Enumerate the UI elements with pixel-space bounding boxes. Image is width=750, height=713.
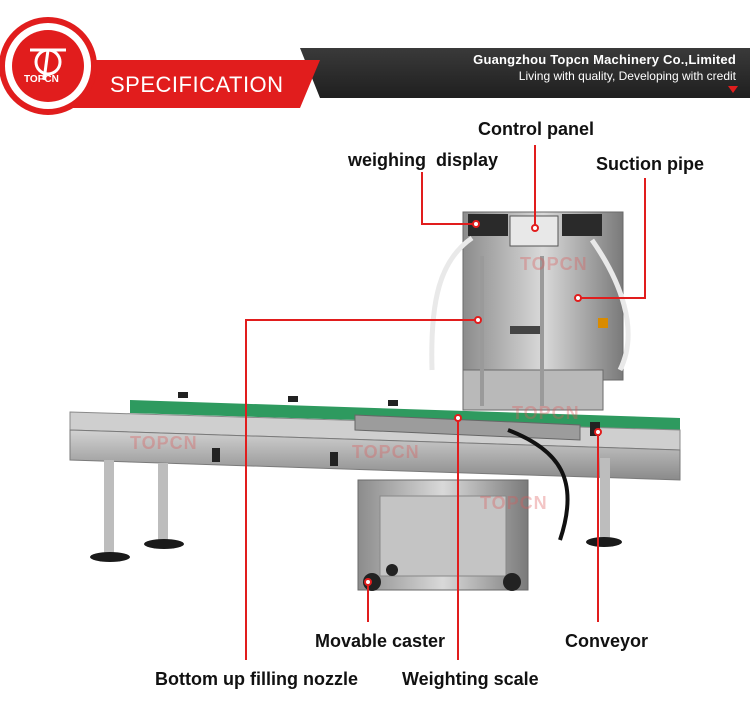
- hose-left: [429, 235, 474, 371]
- chevron-down-icon: [728, 86, 738, 93]
- conveyor-leg-1: [104, 460, 114, 555]
- scale-cabinet-door: [379, 495, 507, 577]
- label-control-panel: Control panel: [478, 119, 594, 139]
- label-bottom-up-filling-nozzle: Bottom up filling nozzle: [155, 669, 358, 689]
- nameplate: [510, 326, 540, 334]
- company-slogan: Living with quality, Developing with cre…: [518, 69, 736, 83]
- label-suction-pipe: Suction pipe: [596, 154, 704, 174]
- watermark: TOPCN: [480, 493, 548, 513]
- watermark: TOPCN: [512, 403, 580, 423]
- weighing-display-unit: [468, 214, 508, 236]
- header-graphic: [0, 17, 750, 115]
- callout-dot: [574, 294, 582, 302]
- right-display-unit: [562, 214, 602, 236]
- company-name: Guangzhou Topcn Machinery Co.,Limited: [473, 52, 736, 67]
- leg-foot-3: [586, 537, 622, 547]
- title-plate: [60, 60, 320, 108]
- leader-filling-nozzle: [245, 319, 478, 660]
- leader-weighing-display: [421, 172, 476, 225]
- logo-disc: [12, 30, 84, 102]
- callout-dot: [594, 428, 602, 436]
- machine-base: [462, 369, 604, 411]
- callout-dot: [531, 224, 539, 232]
- leader-suction-pipe: [578, 178, 646, 299]
- conveyor-leg-2: [158, 463, 168, 543]
- callout-dot: [472, 220, 480, 228]
- hose-right: [589, 238, 631, 372]
- conveyor-leg-3: [600, 458, 610, 538]
- label-movable-caster: Movable caster: [315, 631, 446, 651]
- conveyor-guide-rail: [130, 400, 680, 430]
- label-conveyor: Conveyor: [565, 631, 649, 651]
- nozzle-rod-1: [480, 256, 484, 406]
- label-weighing-display: weighing display: [348, 150, 499, 170]
- leg-foot-1: [90, 552, 130, 562]
- power-cable: [507, 428, 570, 541]
- indicator-lamp: [598, 318, 608, 328]
- conveyor-side: [69, 429, 681, 481]
- label-weighting-scale: Weighting scale: [402, 669, 539, 689]
- watermark: TOPCN: [130, 433, 198, 453]
- weighing-platform: [354, 414, 581, 441]
- page-title: SPECIFICATION: [110, 72, 284, 97]
- callout-dot: [474, 316, 482, 324]
- header-dark-band: [300, 48, 750, 98]
- callout-dot: [364, 578, 372, 586]
- callout-dot: [454, 414, 462, 422]
- logo-text: TOPCN: [24, 74, 59, 85]
- machine-illustration: [69, 211, 681, 591]
- watermark: TOPCN: [352, 442, 420, 462]
- watermark: TOPCN: [520, 254, 588, 274]
- nozzle-rod-2: [540, 256, 544, 406]
- guide-knobs: [178, 392, 600, 466]
- leg-foot-2: [144, 539, 184, 549]
- logo-mark: [30, 48, 66, 81]
